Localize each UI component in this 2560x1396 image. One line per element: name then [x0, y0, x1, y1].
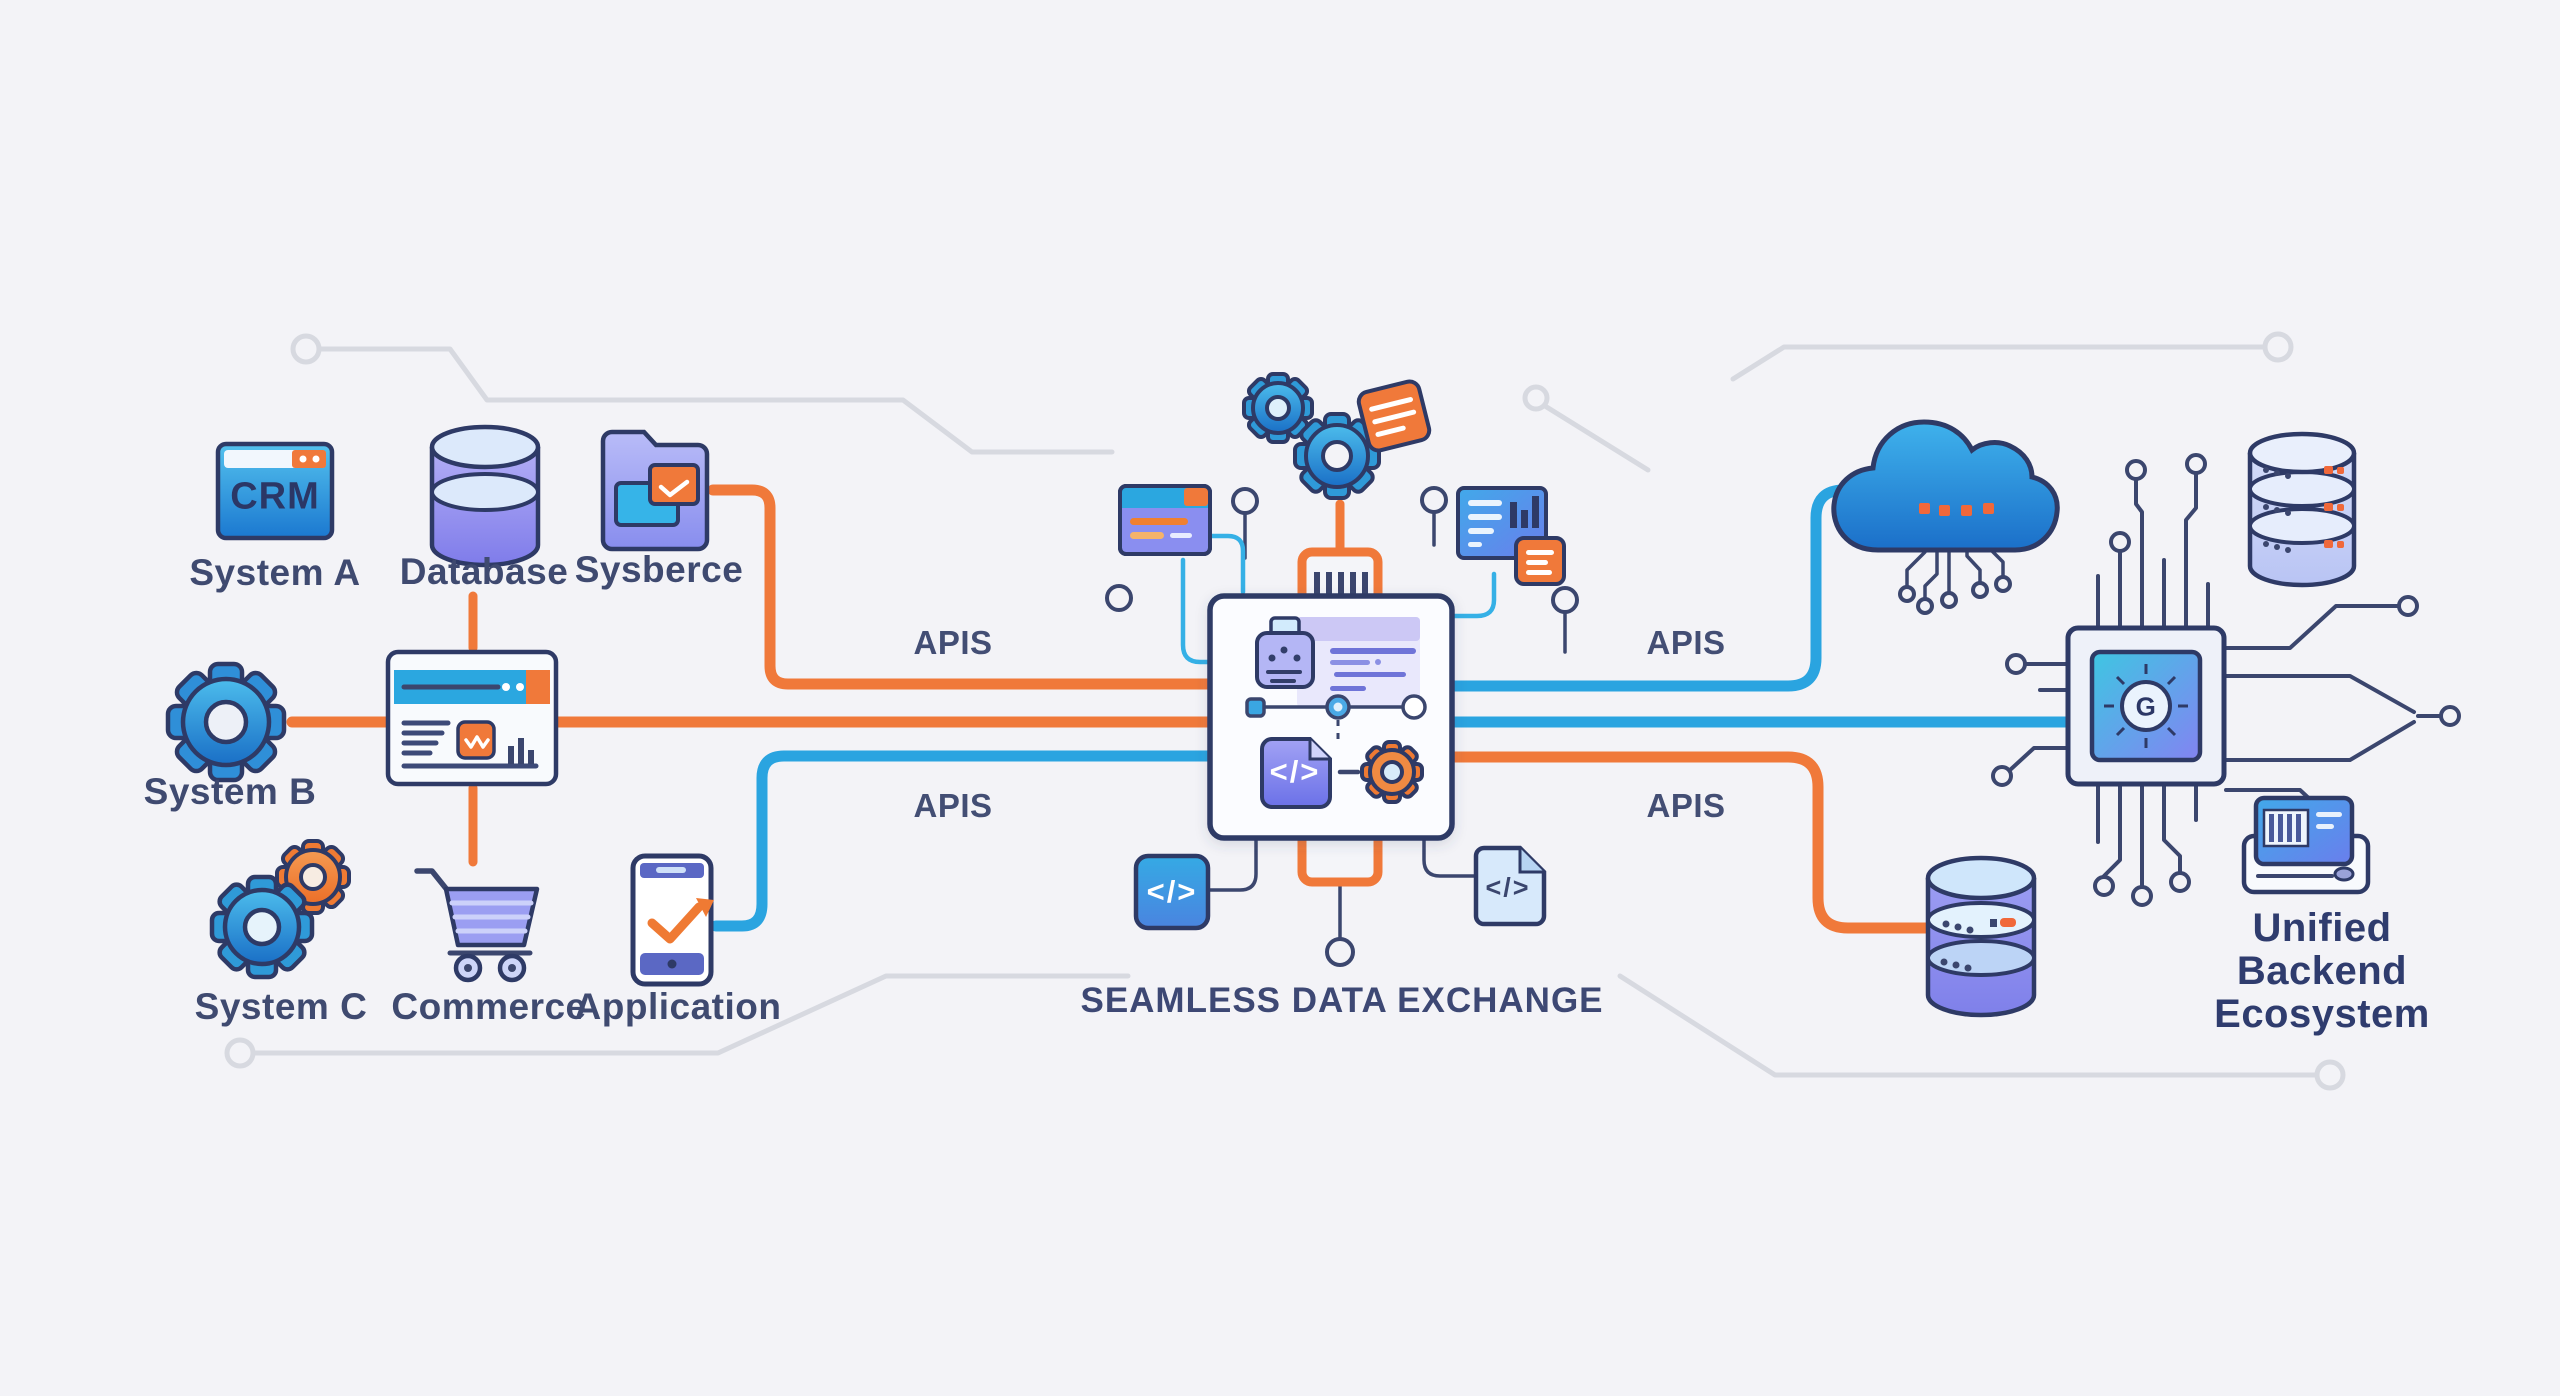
blue-pipe-hub-to-cloud — [1412, 484, 1874, 692]
orange-pipe-hub-to-database — [1412, 751, 1932, 934]
code-page-glyph: </> — [1485, 872, 1531, 903]
commerce-label: Commerce — [391, 986, 587, 1027]
apis-label-right-top: APIS — [1646, 624, 1726, 661]
hub-data-jar-icon — [1255, 616, 1315, 689]
hub-top-gears — [1242, 372, 1381, 500]
hub-right-data-card — [1456, 486, 1566, 586]
crm-window-icon — [215, 441, 335, 541]
integration-browser-icon — [385, 649, 559, 787]
system-a-label: System A — [189, 552, 361, 593]
hub-left-browser-card — [1118, 484, 1212, 556]
apis-label-left-bottom: APIS — [913, 787, 993, 824]
cloud-icon — [1831, 419, 2060, 615]
hub-circuit-nodes — [1105, 486, 1579, 967]
orange-pipe-folder-to-hub — [707, 484, 1252, 690]
folder-icon — [600, 429, 710, 552]
apis-label-right-bottom: APIS — [1646, 787, 1726, 824]
database-icon — [429, 424, 541, 568]
chip-circuit-traces — [1991, 453, 2461, 907]
system-b-label: System B — [143, 771, 317, 812]
mobile-phone-icon — [630, 853, 714, 987]
double-gear-icon — [209, 839, 351, 980]
blue-pipe-application-to-hub — [710, 750, 1252, 932]
right-group-caption: Unified Backend Ecosystem — [2214, 906, 2430, 1037]
chip-glyph: G — [2135, 691, 2157, 722]
hub-code-file-icon — [1260, 737, 1332, 809]
integration-hub — [1207, 593, 1455, 841]
apis-label-left-top: APIS — [913, 624, 993, 661]
orange-note-icon — [1356, 379, 1432, 453]
server-database-icon — [2247, 431, 2357, 588]
terminal-device-icon — [2241, 795, 2371, 895]
system-c-label: System C — [194, 986, 368, 1027]
background-circuit-traces — [224, 331, 2346, 1091]
crm-badge: CRM — [230, 475, 320, 518]
folder-system-label: Sysberce — [574, 549, 744, 590]
hub-workflow-card — [1297, 617, 1420, 707]
gear-icon — [165, 661, 287, 783]
hub-pipeline-nodes — [1245, 694, 1427, 744]
code-page-icon — [1473, 845, 1547, 927]
application-label: Application — [574, 986, 782, 1027]
code-tile-icon — [1133, 853, 1211, 931]
storage-database-icon — [1925, 855, 2037, 1018]
hub-code-glyph: </> — [1269, 754, 1321, 789]
shopping-cart-icon — [414, 868, 540, 983]
database-label: Database — [399, 551, 569, 592]
code-tile-glyph: </> — [1146, 874, 1198, 909]
hub-caption: SEAMLESS DATA EXCHANGE — [1080, 981, 1604, 1020]
processor-chip-icon — [2065, 625, 2227, 787]
hub-right-orange-note — [1514, 536, 1566, 586]
hub-gear-icon — [1360, 740, 1424, 804]
